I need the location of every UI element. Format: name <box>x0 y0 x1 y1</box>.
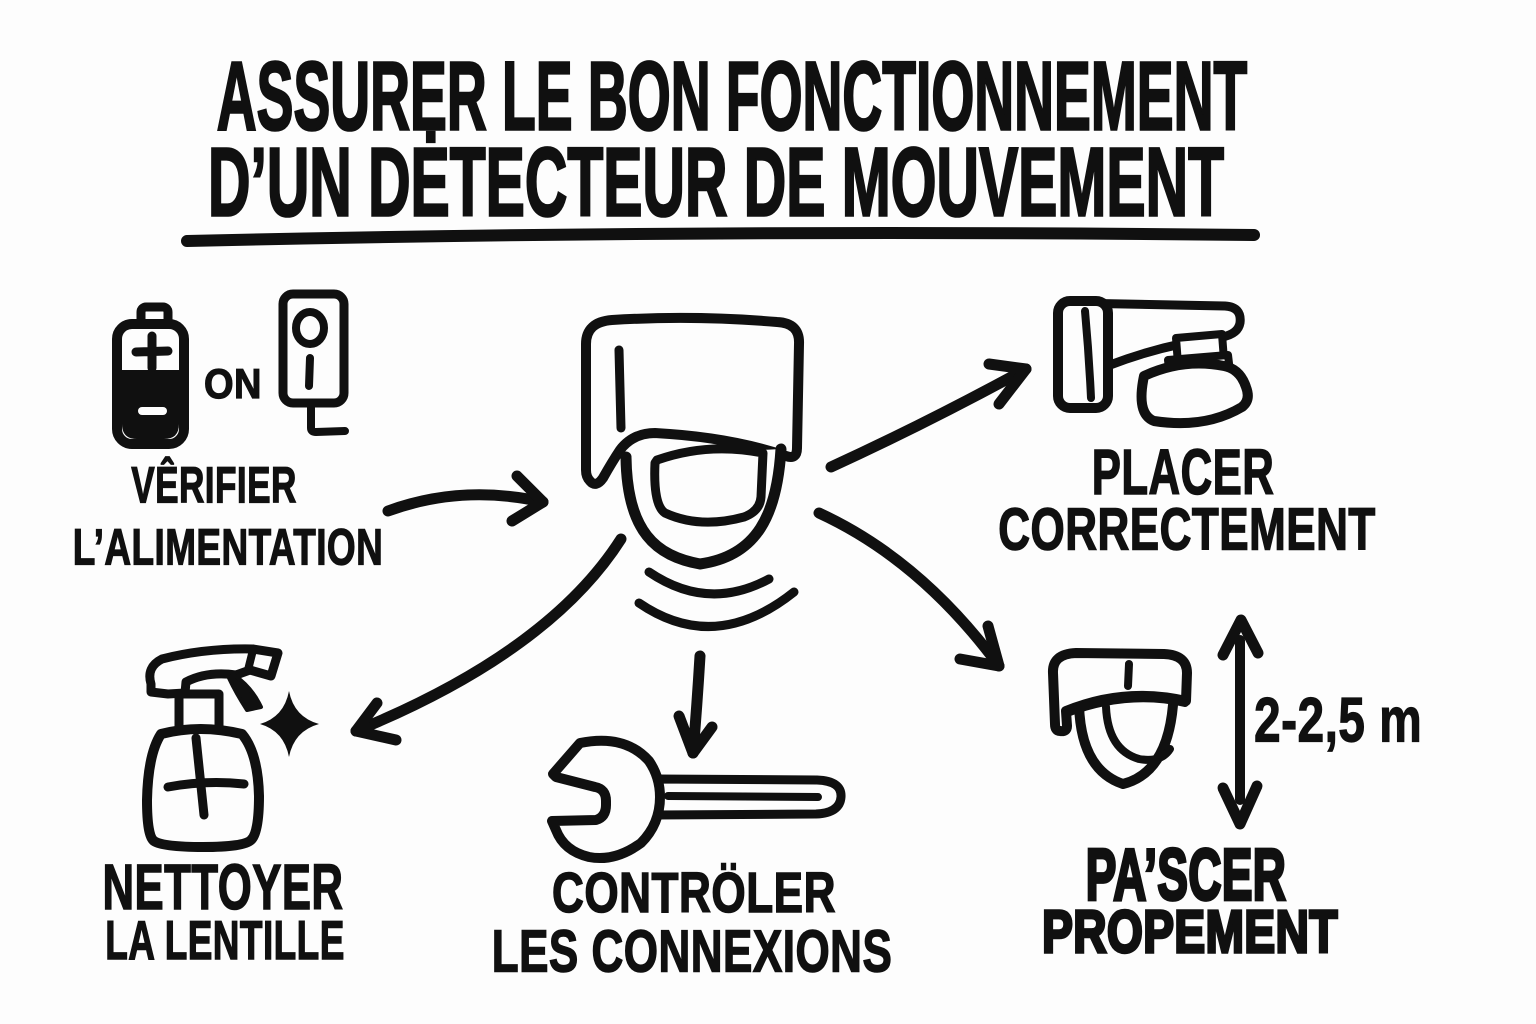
mount-dome <box>1136 358 1253 429</box>
arrowhead-up-right <box>983 358 1032 410</box>
ceiling-detector-icon <box>1048 648 1192 789</box>
arrow-center-to-height <box>813 507 1005 672</box>
arrowhead-down <box>1217 780 1263 830</box>
placement-caption-line2: CORRECTEMENT <box>998 496 1376 563</box>
battery-icon <box>112 302 189 449</box>
housing-detail-line <box>614 345 626 433</box>
power-caption-line2: L’ALIMENTATION <box>72 519 384 576</box>
power-switch-icon <box>278 289 349 436</box>
arrow-center-to-cleaning <box>350 533 627 746</box>
cleaning-caption-line2: LA LENTILLE <box>105 909 345 971</box>
title-underline <box>181 227 1260 247</box>
height-measurement-label: 2-2,5 m <box>1254 684 1423 756</box>
motion-wave-1 <box>644 567 774 599</box>
page-title-line2: D’UN DĖTECTEUR DE MOUVEMENT <box>207 127 1225 237</box>
wrench-icon <box>547 735 846 863</box>
wrench-head <box>547 735 665 863</box>
placement-caption-line1: PLACER <box>1091 435 1275 508</box>
spray-trigger <box>227 673 263 712</box>
arrowhead-down-left <box>350 697 402 746</box>
detector-housing <box>581 312 805 489</box>
cleaning-caption-line1: NETTOYER <box>102 850 344 923</box>
switch-wire <box>307 399 349 436</box>
arrow-center-to-connections <box>673 650 718 759</box>
arrowhead-up <box>1217 614 1264 661</box>
motion-wave-2 <box>634 587 799 631</box>
spray-bottle-icon <box>142 644 283 852</box>
wall-mount-detector-icon <box>1053 296 1253 429</box>
connections-caption-line1: CONTRÖLER <box>551 860 837 925</box>
power-on-label: ON <box>203 361 262 408</box>
arrowhead-down <box>673 710 718 759</box>
spray-nozzle-line <box>244 646 257 674</box>
height-caption-line1: PA’SCER <box>1085 835 1287 917</box>
power-caption-line1: VÊRIFIER <box>131 457 297 514</box>
battery-plus-sign <box>131 331 173 373</box>
arrow-center-to-placement <box>825 358 1032 473</box>
arrowhead-down-right <box>954 620 1005 672</box>
ceiling-detector-lens <box>1102 703 1174 764</box>
spray-body-cross <box>163 733 249 820</box>
connections-caption-line2: LES CONNEXIONS <box>491 918 893 985</box>
motion-detector-icon <box>581 312 805 631</box>
battery-negative-half <box>122 370 179 439</box>
mount-arm <box>1068 298 1245 370</box>
switch-i-mark <box>305 354 314 390</box>
height-range-arrow-icon <box>1217 614 1264 830</box>
wrench-handle-line <box>664 792 822 801</box>
arrowhead-right <box>506 470 549 527</box>
detector-lens <box>650 444 768 527</box>
arrow-power-to-center <box>382 470 549 527</box>
mount-bracket <box>1053 296 1113 413</box>
page-title-line1: ASSURER LE BON FONCTIONNEMENT <box>216 41 1248 151</box>
height-caption-line2: PROPEMENT <box>1041 897 1339 966</box>
ceiling-detector-housing <box>1048 648 1192 737</box>
spray-head <box>145 644 283 699</box>
switch-o-mark <box>292 308 328 348</box>
sparkle-icon <box>260 691 319 757</box>
ceiling-detector-dome <box>1074 700 1178 789</box>
